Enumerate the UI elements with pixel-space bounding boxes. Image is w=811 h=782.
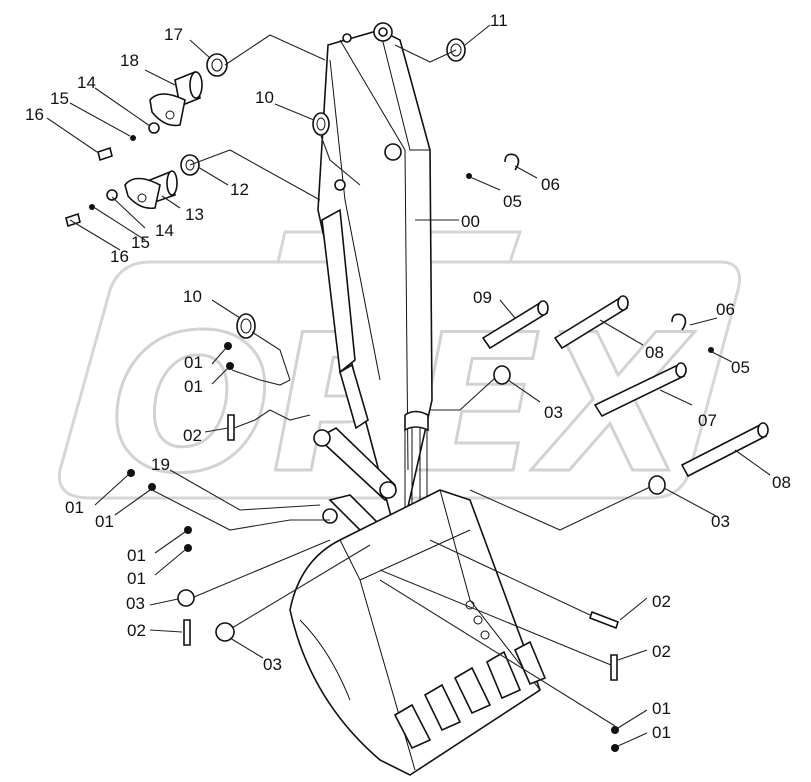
pin-07: [593, 362, 687, 418]
pin-03-ring-b: [648, 475, 666, 495]
pin-02-bolt-top: [227, 414, 235, 441]
callout-01: 01: [184, 353, 203, 372]
callout-14: 14: [77, 73, 96, 92]
pin-02-bolt-right-a: [588, 610, 620, 630]
callout-02: 02: [127, 621, 146, 640]
callout-09: 09: [473, 288, 492, 307]
leader-lines: [46, 24, 771, 747]
arm-stick: [317, 22, 433, 530]
pin-02-bolt-right-b: [610, 654, 618, 681]
bucket-cylinder: [321, 208, 369, 430]
callout-01: 01: [65, 498, 84, 517]
callout-15: 15: [131, 233, 150, 252]
callout-01: 01: [652, 699, 671, 718]
callout-13: 13: [185, 205, 204, 224]
callout-18: 18: [120, 51, 139, 70]
pin-17-washer: [206, 53, 228, 77]
pin-16-bolt-a: [97, 146, 113, 162]
pin-06-clip-b: [671, 313, 687, 331]
pin-03-ring-d: [215, 622, 235, 642]
pin-03-ring-c: [177, 589, 195, 607]
callout-03: 03: [126, 594, 145, 613]
pin-05-grease-nipple-b: [708, 347, 714, 353]
pin-08-a: [553, 295, 629, 350]
callout-01: 01: [652, 723, 671, 742]
pin-01-nuts-left: [127, 469, 156, 491]
callout-10: 10: [183, 287, 202, 306]
callout-05: 05: [731, 358, 750, 377]
callout-01: 01: [127, 569, 146, 588]
callout-02: 02: [652, 592, 671, 611]
callout-05: 05: [503, 192, 522, 211]
callout-03: 03: [263, 655, 282, 674]
pin-10-ring-b: [236, 313, 256, 339]
pin-01-nuts-bottom: [611, 726, 619, 752]
callout-12: 12: [230, 180, 249, 199]
pin-06-clip-a: [504, 153, 520, 171]
callout-16: 16: [110, 247, 129, 266]
pin-01-nuts-mid: [184, 526, 192, 552]
callout-14: 14: [155, 221, 174, 240]
callout-01: 01: [184, 377, 203, 396]
callout-labels: 11 17 18 14 15 16 10 12 13 15 14 16 06 0…: [25, 11, 791, 742]
callout-08: 08: [645, 343, 664, 362]
callout-08: 08: [772, 473, 791, 492]
pin-15-lockwasher-b: [89, 204, 95, 210]
callout-00: 00: [461, 212, 480, 231]
callout-17: 17: [164, 25, 183, 44]
callout-02: 02: [652, 642, 671, 661]
callout-19: 19: [151, 455, 170, 474]
pin-05-grease-nipple-a: [466, 173, 472, 179]
callout-16: 16: [25, 105, 44, 124]
callout-01: 01: [127, 546, 146, 565]
pin-03-ring-a: [493, 365, 511, 385]
pin-14-washer-a: [148, 122, 160, 134]
pin-14-washer-b: [106, 189, 118, 201]
callout-03: 03: [711, 512, 730, 531]
callout-06: 06: [716, 300, 735, 319]
pin-15-lockwasher-a: [130, 135, 136, 141]
pin-16-bolt-b: [65, 212, 81, 228]
pin-10-ring-a: [312, 112, 330, 136]
callout-01: 01: [95, 512, 114, 531]
pin-08-b: [680, 422, 769, 478]
callout-07: 07: [698, 411, 717, 430]
pin-13-grease-pin: [124, 170, 178, 210]
pin-02-bolt-left: [183, 619, 191, 646]
pin-18-grease-pin: [149, 70, 203, 127]
bucket: [289, 489, 547, 776]
callout-03: 03: [544, 403, 563, 422]
callout-06: 06: [541, 175, 560, 194]
pin-09: [481, 300, 549, 350]
callout-11: 11: [490, 11, 508, 30]
callout-02: 02: [183, 426, 202, 445]
callout-10: 10: [255, 88, 274, 107]
callout-15: 15: [50, 89, 69, 108]
